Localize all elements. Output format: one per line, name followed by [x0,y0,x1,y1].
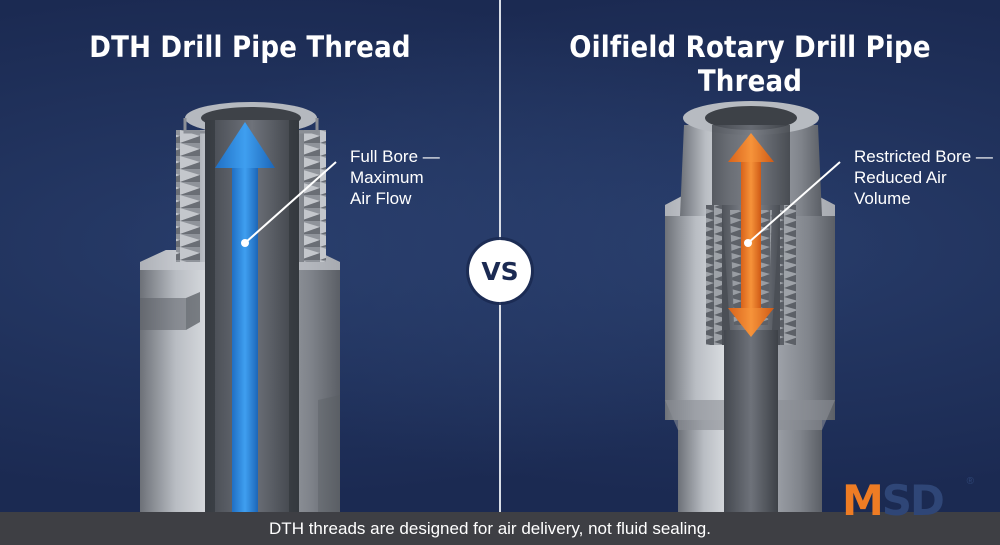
rotary-callout-line: Restricted Bore — [854,147,993,166]
dth-title: DTH Drill Pipe Thread [89,30,411,64]
footer-bar: DTH threads are designed for air deliver… [0,512,1000,545]
dth-callout-line: Air Flow [350,189,412,208]
dth-callout: Full Bore — Maximum Air Flow [350,146,440,209]
logo-m: M [842,476,884,525]
vs-label: VS [481,256,519,286]
vs-badge: VS [469,240,531,302]
rotary-callout-line: Volume [854,189,911,208]
msd-logo: MSD ® [842,476,974,525]
rotary-airflow-arrow [728,133,774,337]
dth-callout-leader [241,161,337,247]
rotary-callout-line: Reduced Air [854,168,947,187]
logo-rest: SD [881,476,945,525]
rotary-callout: Restricted Bore — Reduced Air Volume [854,146,993,209]
dth-airflow-arrow [215,122,275,512]
dth-callout-line: Maximum [350,168,424,187]
rotary-title: Oilfield Rotary Drill Pipe Thread [569,30,931,98]
rotary-callout-leader [744,161,841,247]
logo-wordmark: MSD [842,476,945,525]
dth-callout-line: Full Bore — [350,147,440,166]
footer-text: DTH threads are designed for air deliver… [269,518,711,538]
registered-mark: ® [966,476,974,487]
